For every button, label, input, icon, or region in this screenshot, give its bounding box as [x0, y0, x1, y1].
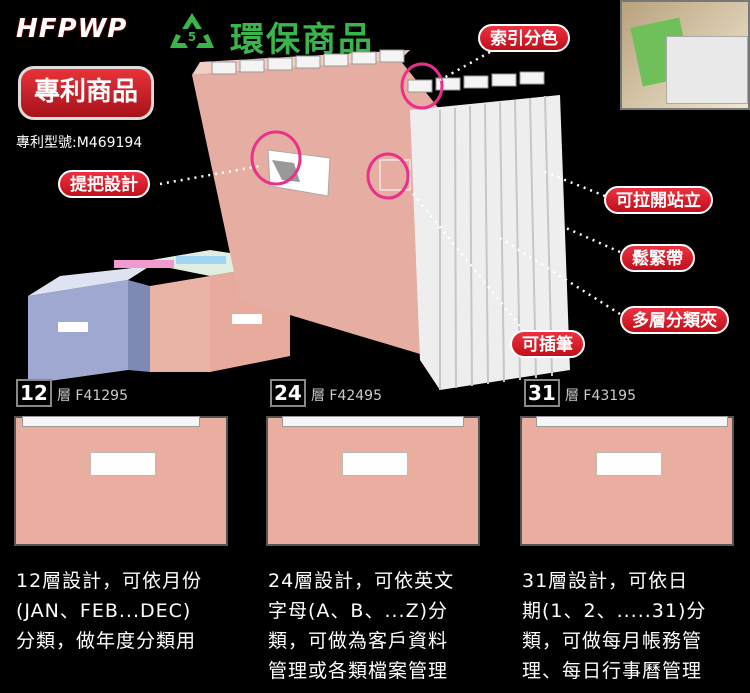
- recycle-number: 5: [188, 30, 196, 44]
- variant-31-card: [520, 416, 734, 546]
- variant-code: 層 F43195: [564, 388, 636, 404]
- callout-elastic-band: 鬆緊帶: [620, 244, 695, 272]
- callout-multi-layer: 多層分類夾: [620, 306, 729, 334]
- open-boxes-image: [28, 250, 290, 384]
- accordion-file-image: [192, 49, 570, 390]
- variant-24-card: [266, 416, 480, 546]
- leader-lines: [159, 50, 621, 327]
- highlight-circles: [250, 62, 444, 200]
- variant-layers: 24: [270, 379, 306, 407]
- product-illustration: [28, 49, 621, 390]
- variant-12-header: 12 層 F41295: [16, 379, 128, 407]
- eco-title: 環保商品: [230, 20, 374, 60]
- variant-code: 層 F42495: [310, 388, 382, 404]
- variant-code: 層 F41295: [56, 388, 128, 404]
- patent-badge: 專利商品: [18, 66, 154, 120]
- callout-index-color: 索引分色: [478, 24, 570, 52]
- variant-31-header: 31 層 F43195: [524, 379, 636, 407]
- callout-handle-design: 提把設計: [58, 170, 150, 198]
- usage-photo: [620, 0, 750, 110]
- variant-24-header: 24 層 F42495: [270, 379, 382, 407]
- variant-layers: 12: [16, 379, 52, 407]
- patent-number: 專利型號:M469194: [16, 135, 143, 151]
- callout-pen-slot: 可插筆: [510, 330, 585, 358]
- variant-12-card: [14, 416, 228, 546]
- variant-24-description: 24層設計，可依英文 字母(A、B、...Z)分 類，可做為客戶資料 管理或各類…: [268, 570, 455, 682]
- hfp-wp-logo: HFPWP: [16, 14, 128, 44]
- variant-12-description: 12層設計，可依月份 (JAN、FEB...DEC) 分類，做年度分類用: [16, 570, 203, 652]
- callout-stand-open: 可拉開站立: [604, 186, 713, 214]
- variant-31-description: 31層設計，可依日 期(1、2、.....31)分 類，可做每月帳務管 理、每日…: [522, 570, 707, 682]
- recycle-icon: 5: [170, 13, 214, 48]
- variant-layers: 31: [524, 379, 560, 407]
